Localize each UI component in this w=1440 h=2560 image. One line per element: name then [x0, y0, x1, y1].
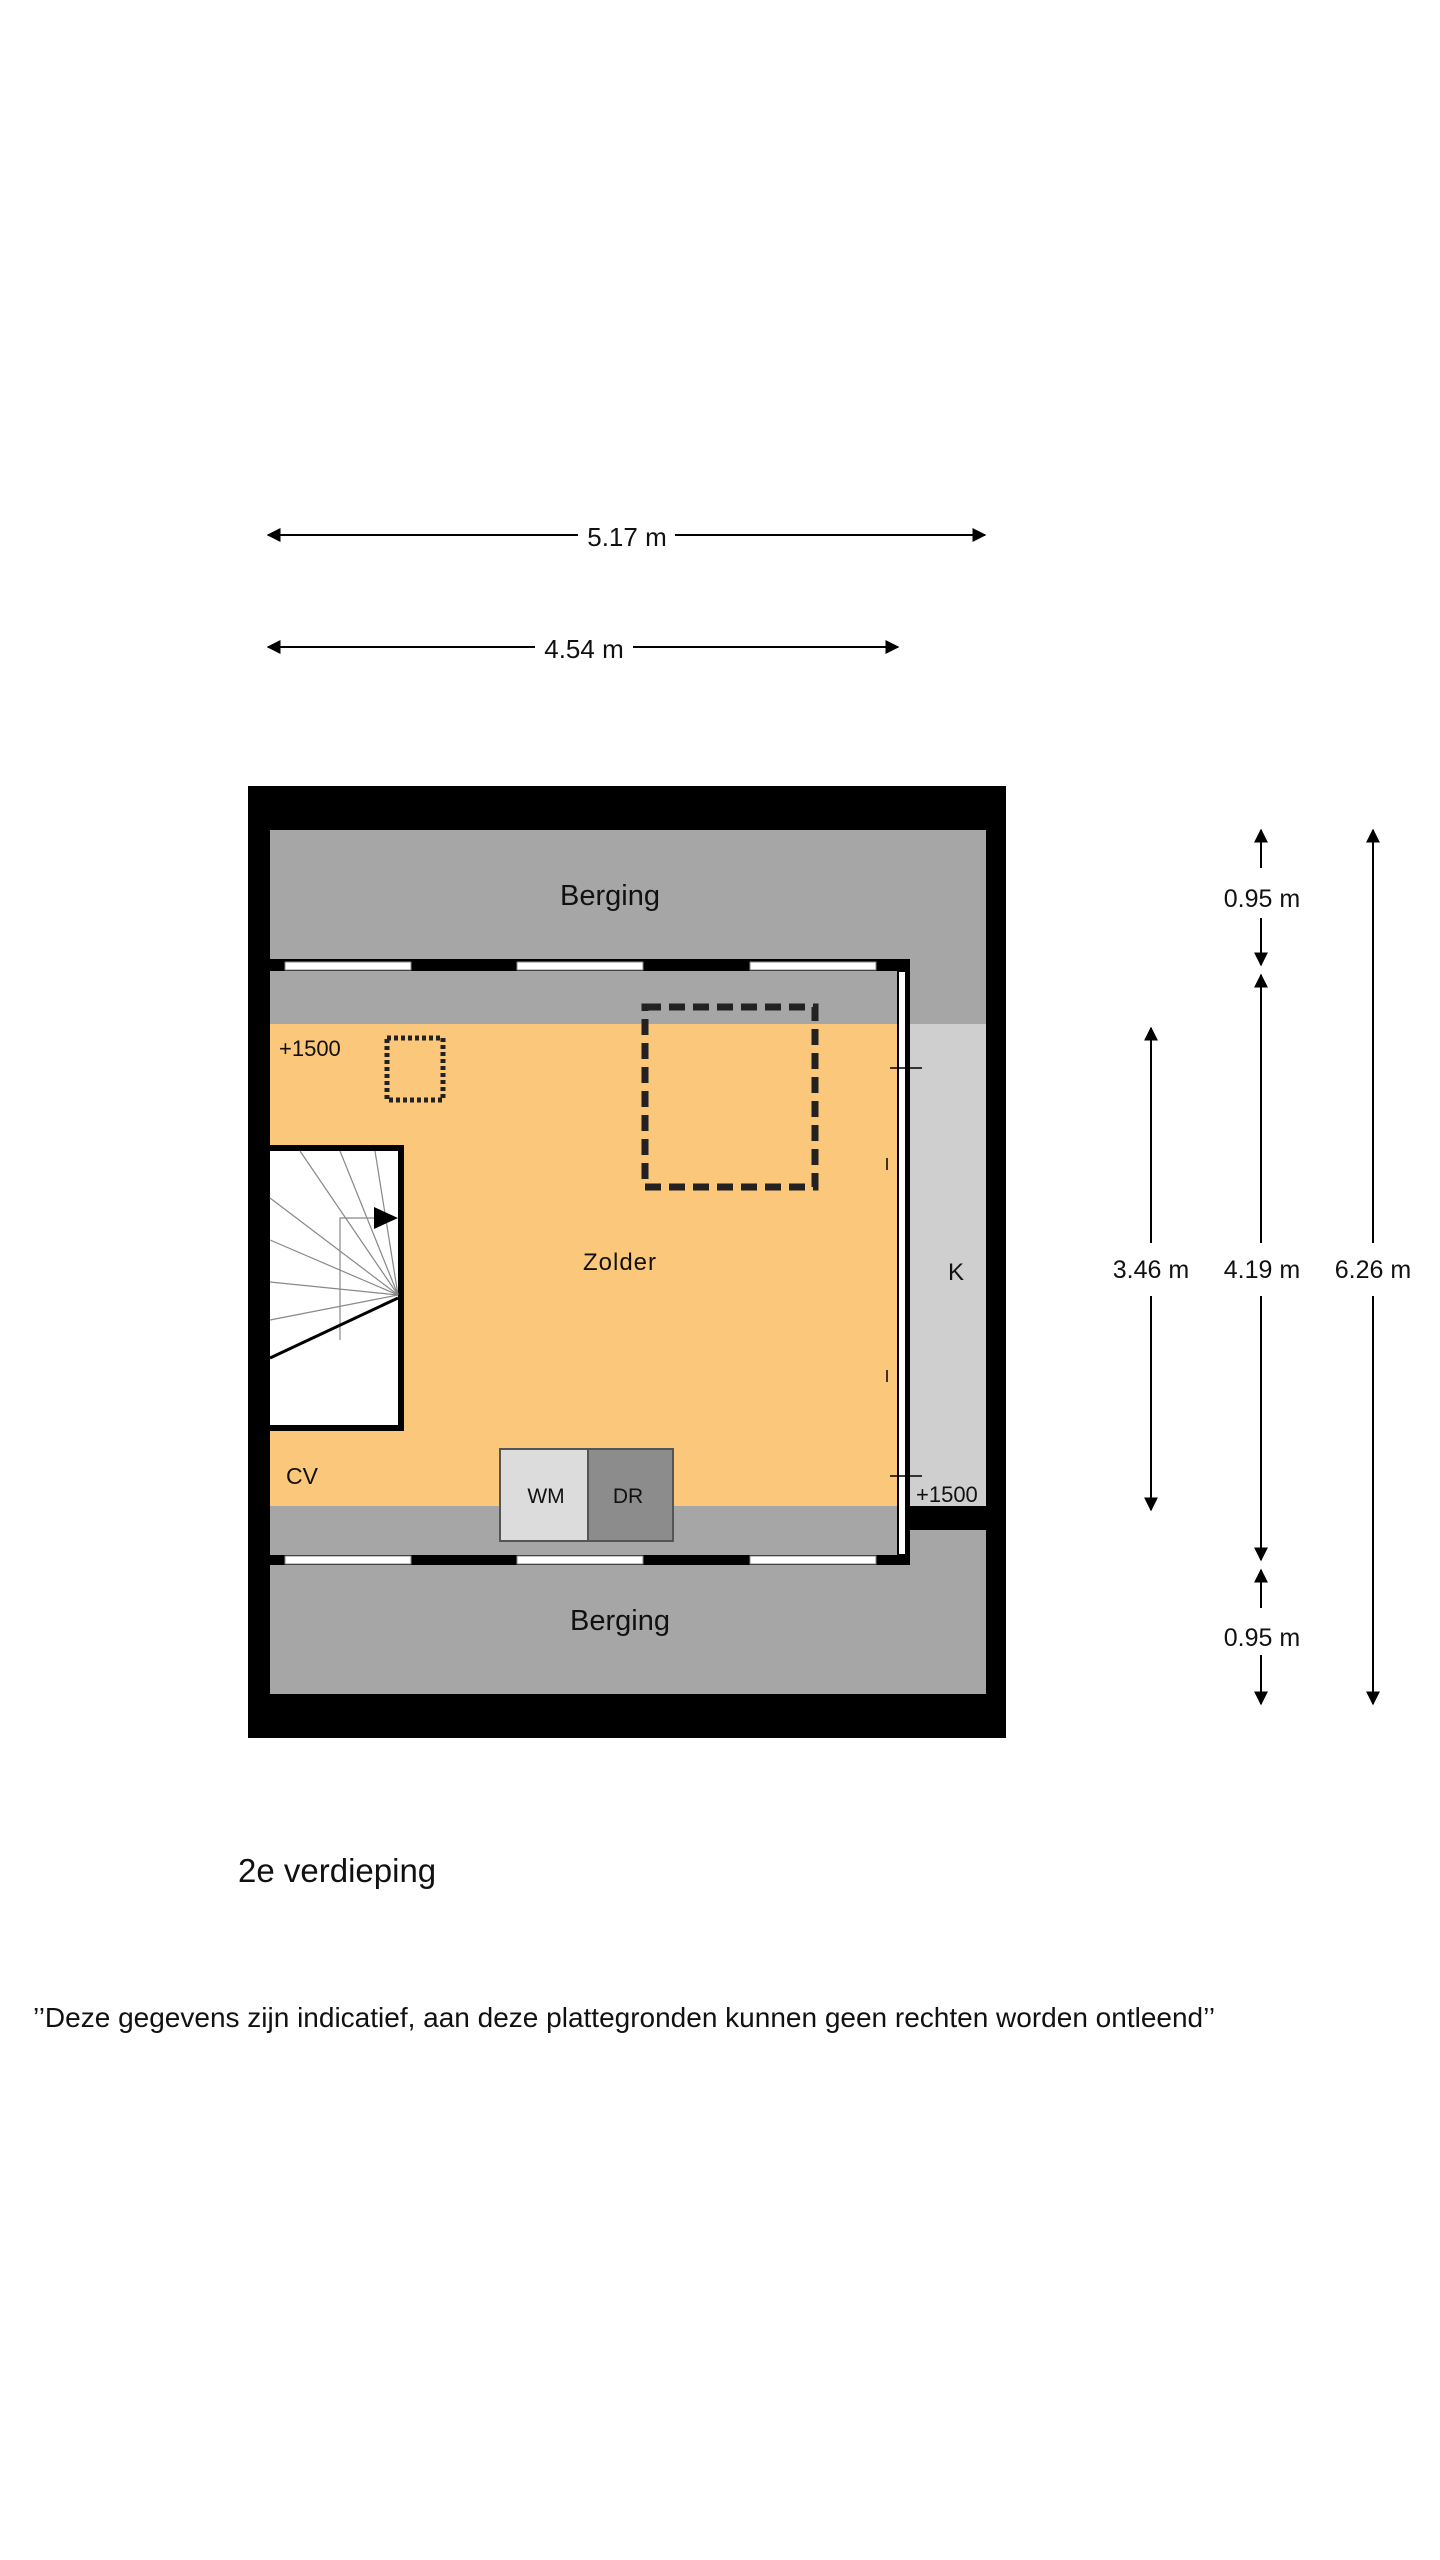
dimension-top-outer: 5.17 m — [266, 522, 987, 552]
floor-title: 2e verdieping — [238, 1852, 437, 1889]
room-label-k: K — [948, 1259, 964, 1286]
dimension-right-bottom: 0.95 m — [1224, 1568, 1300, 1706]
dimension-label: 5.17 m — [587, 522, 667, 552]
windows-top — [284, 961, 877, 971]
roof-window-small — [384, 1035, 446, 1103]
room-label-cv: CV — [286, 1463, 319, 1489]
dimension-label: 6.26 m — [1335, 1256, 1411, 1284]
dimension-label: 0.95 m — [1224, 1624, 1300, 1652]
level-label-right: +1500 — [916, 1482, 978, 1507]
dimension-right-room: 3.46 m — [1113, 1026, 1189, 1512]
knee-wall-zone — [910, 1024, 986, 1506]
dimension-label: 4.19 m — [1224, 1256, 1300, 1284]
appliance-label-wm: WM — [527, 1485, 564, 1508]
appliance-label-dr: DR — [613, 1485, 643, 1508]
dimension-right-total: 6.26 m — [1335, 828, 1411, 1706]
staircase — [269, 1145, 404, 1431]
dimension-label: 3.46 m — [1113, 1256, 1189, 1284]
dimension-label: 4.54 m — [544, 634, 624, 664]
room-label-berging-top: Berging — [560, 880, 660, 912]
dimension-label: 0.95 m — [1224, 885, 1300, 913]
wall-ticks — [886, 1067, 922, 1477]
level-label-left: +1500 — [279, 1036, 341, 1061]
washer-dryer — [499, 1448, 674, 1542]
dimension-top-inner: 4.54 m — [266, 634, 900, 664]
windows-bottom — [284, 1555, 877, 1565]
disclaimer-text: ’’Deze gegevens zijn indicatief, aan dez… — [33, 2002, 1216, 2033]
dimension-right-middle: 4.19 m — [1224, 973, 1300, 1562]
attic-right-wall — [897, 970, 907, 1556]
dimension-right-top: 0.95 m — [1224, 828, 1300, 967]
room-label-zolder: Zolder — [583, 1249, 657, 1276]
room-label-berging-bottom: Berging — [570, 1605, 670, 1637]
roof-window-large — [641, 1003, 819, 1191]
